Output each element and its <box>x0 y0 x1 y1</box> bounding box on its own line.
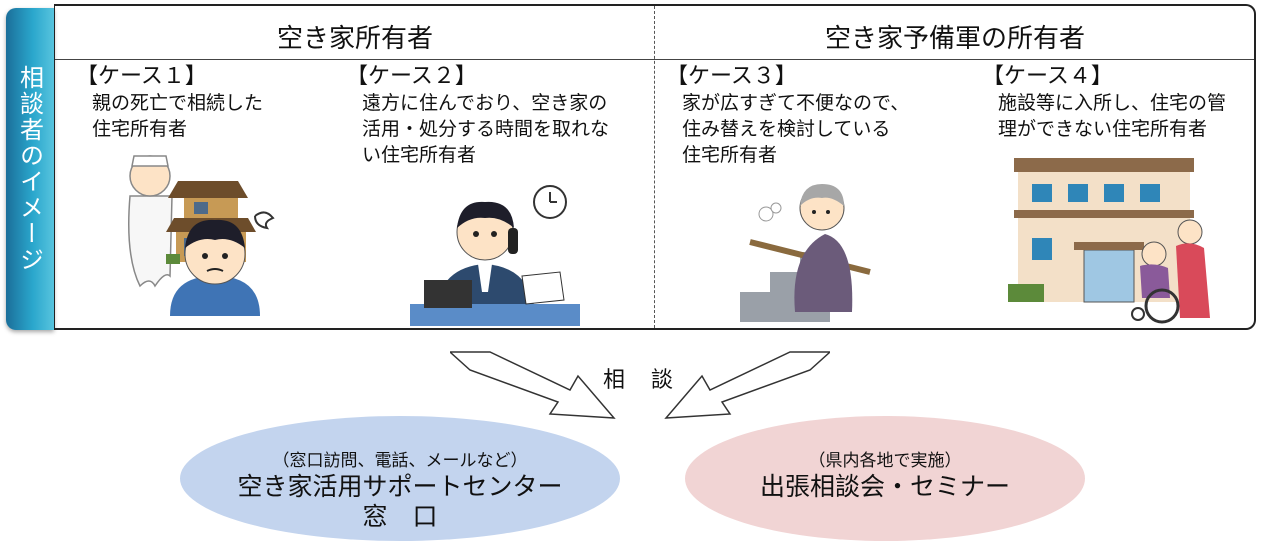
case-2: 【ケース２】 遠方に住んでおり、空き家の 活用・処分する時間を取れな い住宅所有… <box>346 64 609 168</box>
case-1-desc-line-2: 住宅所有者 <box>92 118 188 140</box>
case-3-desc-line-1: 家が広すぎて不便なので、 <box>682 92 910 114</box>
consult-arrows <box>450 351 830 419</box>
case-4-illustration <box>1008 158 1210 324</box>
case-3-desc-line-2: 住み替えを検討している <box>682 118 891 140</box>
persona-panel: 空き家所有者 空き家予備軍の所有者 <box>54 4 1256 330</box>
elderly-woman-icon <box>758 184 853 312</box>
group-title-owners: 空き家所有者 <box>276 24 433 54</box>
case-4: 【ケース４】 施設等に入所し、住宅の管 理ができない住宅所有者 <box>982 64 1226 142</box>
seminar-window: （県内各地で実施） 出張相談会・セミナー <box>685 416 1085 541</box>
case-2-desc-line-3: い住宅所有者 <box>362 144 477 166</box>
case-4-title: 【ケース４】 <box>982 64 1113 89</box>
case-4-desc-line-1: 施設等に入所し、住宅の管 <box>998 92 1227 114</box>
case-1: 【ケース１】 親の死亡で相続した 住宅所有者 <box>76 64 263 142</box>
support-center-window: （窓口訪問、電話、メールなど） 空き家活用サポートセンター 窓 口 <box>180 416 620 541</box>
side-label: 相談者のイメージ <box>15 65 44 273</box>
worried-son-icon <box>170 211 275 316</box>
support-center-sub: （窓口訪問、電話、メールなど） <box>272 451 528 471</box>
case-2-title: 【ケース２】 <box>346 64 477 89</box>
seminar-title: 出張相談会・セミナー <box>759 472 1010 501</box>
case-3: 【ケース３】 家が広すぎて不便なので、 住み替えを検討している 住宅所有者 <box>666 64 909 168</box>
case-2-desc-line-1: 遠方に住んでおり、空き家の <box>362 92 608 114</box>
group-title-reserve-owners: 空き家予備軍の所有者 <box>824 24 1085 54</box>
support-center-title: 空き家活用サポートセンター <box>237 472 563 501</box>
side-label-tab: 相談者のイメージ <box>6 8 54 330</box>
case-1-illustration <box>128 155 275 316</box>
desk-laptop-icon <box>410 271 580 326</box>
case-1-title: 【ケース１】 <box>76 64 207 89</box>
arrow-left-icon <box>450 351 616 419</box>
case-3-desc-line-3: 住宅所有者 <box>682 144 778 166</box>
support-center-title-2: 窓 口 <box>362 502 438 531</box>
case-1-desc-line-1: 親の死亡で相続した <box>92 92 264 114</box>
ghost-parent-icon <box>128 155 173 288</box>
case-2-desc-line-2: 活用・処分する時間を取れな <box>362 118 610 140</box>
case-3-title: 【ケース３】 <box>666 64 797 89</box>
consult-label: 相談 <box>603 368 700 393</box>
arrow-right-icon <box>664 351 830 419</box>
seminar-sub: （県内各地で実施） <box>808 451 962 471</box>
case-4-desc-line-2: 理ができない住宅所有者 <box>998 118 1208 140</box>
case-2-illustration <box>410 185 580 326</box>
case-3-illustration <box>740 184 871 322</box>
group-divider <box>654 6 655 328</box>
wheelchair-caregiver-icon <box>1131 219 1210 324</box>
clock-icon <box>533 185 567 219</box>
